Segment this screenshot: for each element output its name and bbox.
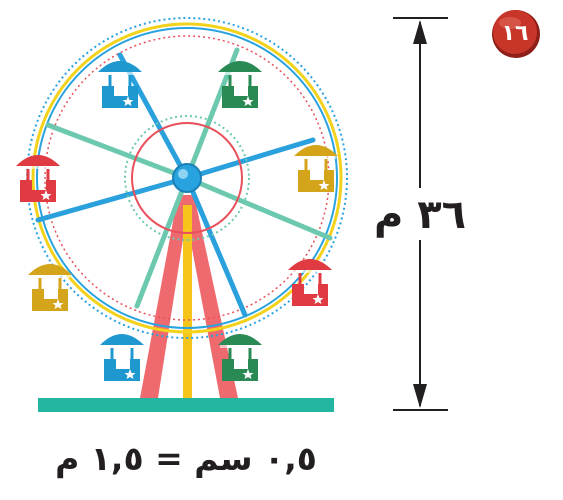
height-label: ٣٦ م — [374, 192, 466, 238]
wheel-hub — [124, 115, 250, 241]
gondola-gold-right — [292, 143, 340, 194]
spoke — [184, 137, 316, 181]
scale-label: ٠,٥ سم = ١,٥ م — [55, 439, 317, 478]
left-leg — [140, 195, 190, 398]
spoke — [134, 175, 190, 309]
gondola-gold-left — [26, 262, 74, 313]
arrow-down-head — [413, 384, 427, 408]
spoke — [184, 175, 333, 241]
gondola-blue-bottom — [98, 332, 146, 383]
wheel-spokes — [35, 47, 333, 318]
height-dimension — [393, 17, 448, 411]
spoke — [184, 175, 248, 318]
outer-yellow-ring — [31, 22, 343, 334]
hub-pink-ring — [131, 122, 243, 234]
outer-dotted-ring — [26, 17, 348, 339]
hub-center — [172, 163, 202, 193]
ground-base — [38, 398, 334, 412]
center-leg — [183, 205, 192, 398]
hub-highlight — [178, 169, 188, 179]
problem-number-badge: ١٦ — [492, 10, 540, 58]
spoke — [35, 175, 190, 223]
outer-blue-ring — [36, 27, 338, 329]
hub-teal-dotted-ring — [124, 115, 250, 241]
problem-number: ١٦ — [502, 21, 529, 46]
spoke — [45, 122, 190, 181]
arrow-up-head — [413, 20, 427, 44]
